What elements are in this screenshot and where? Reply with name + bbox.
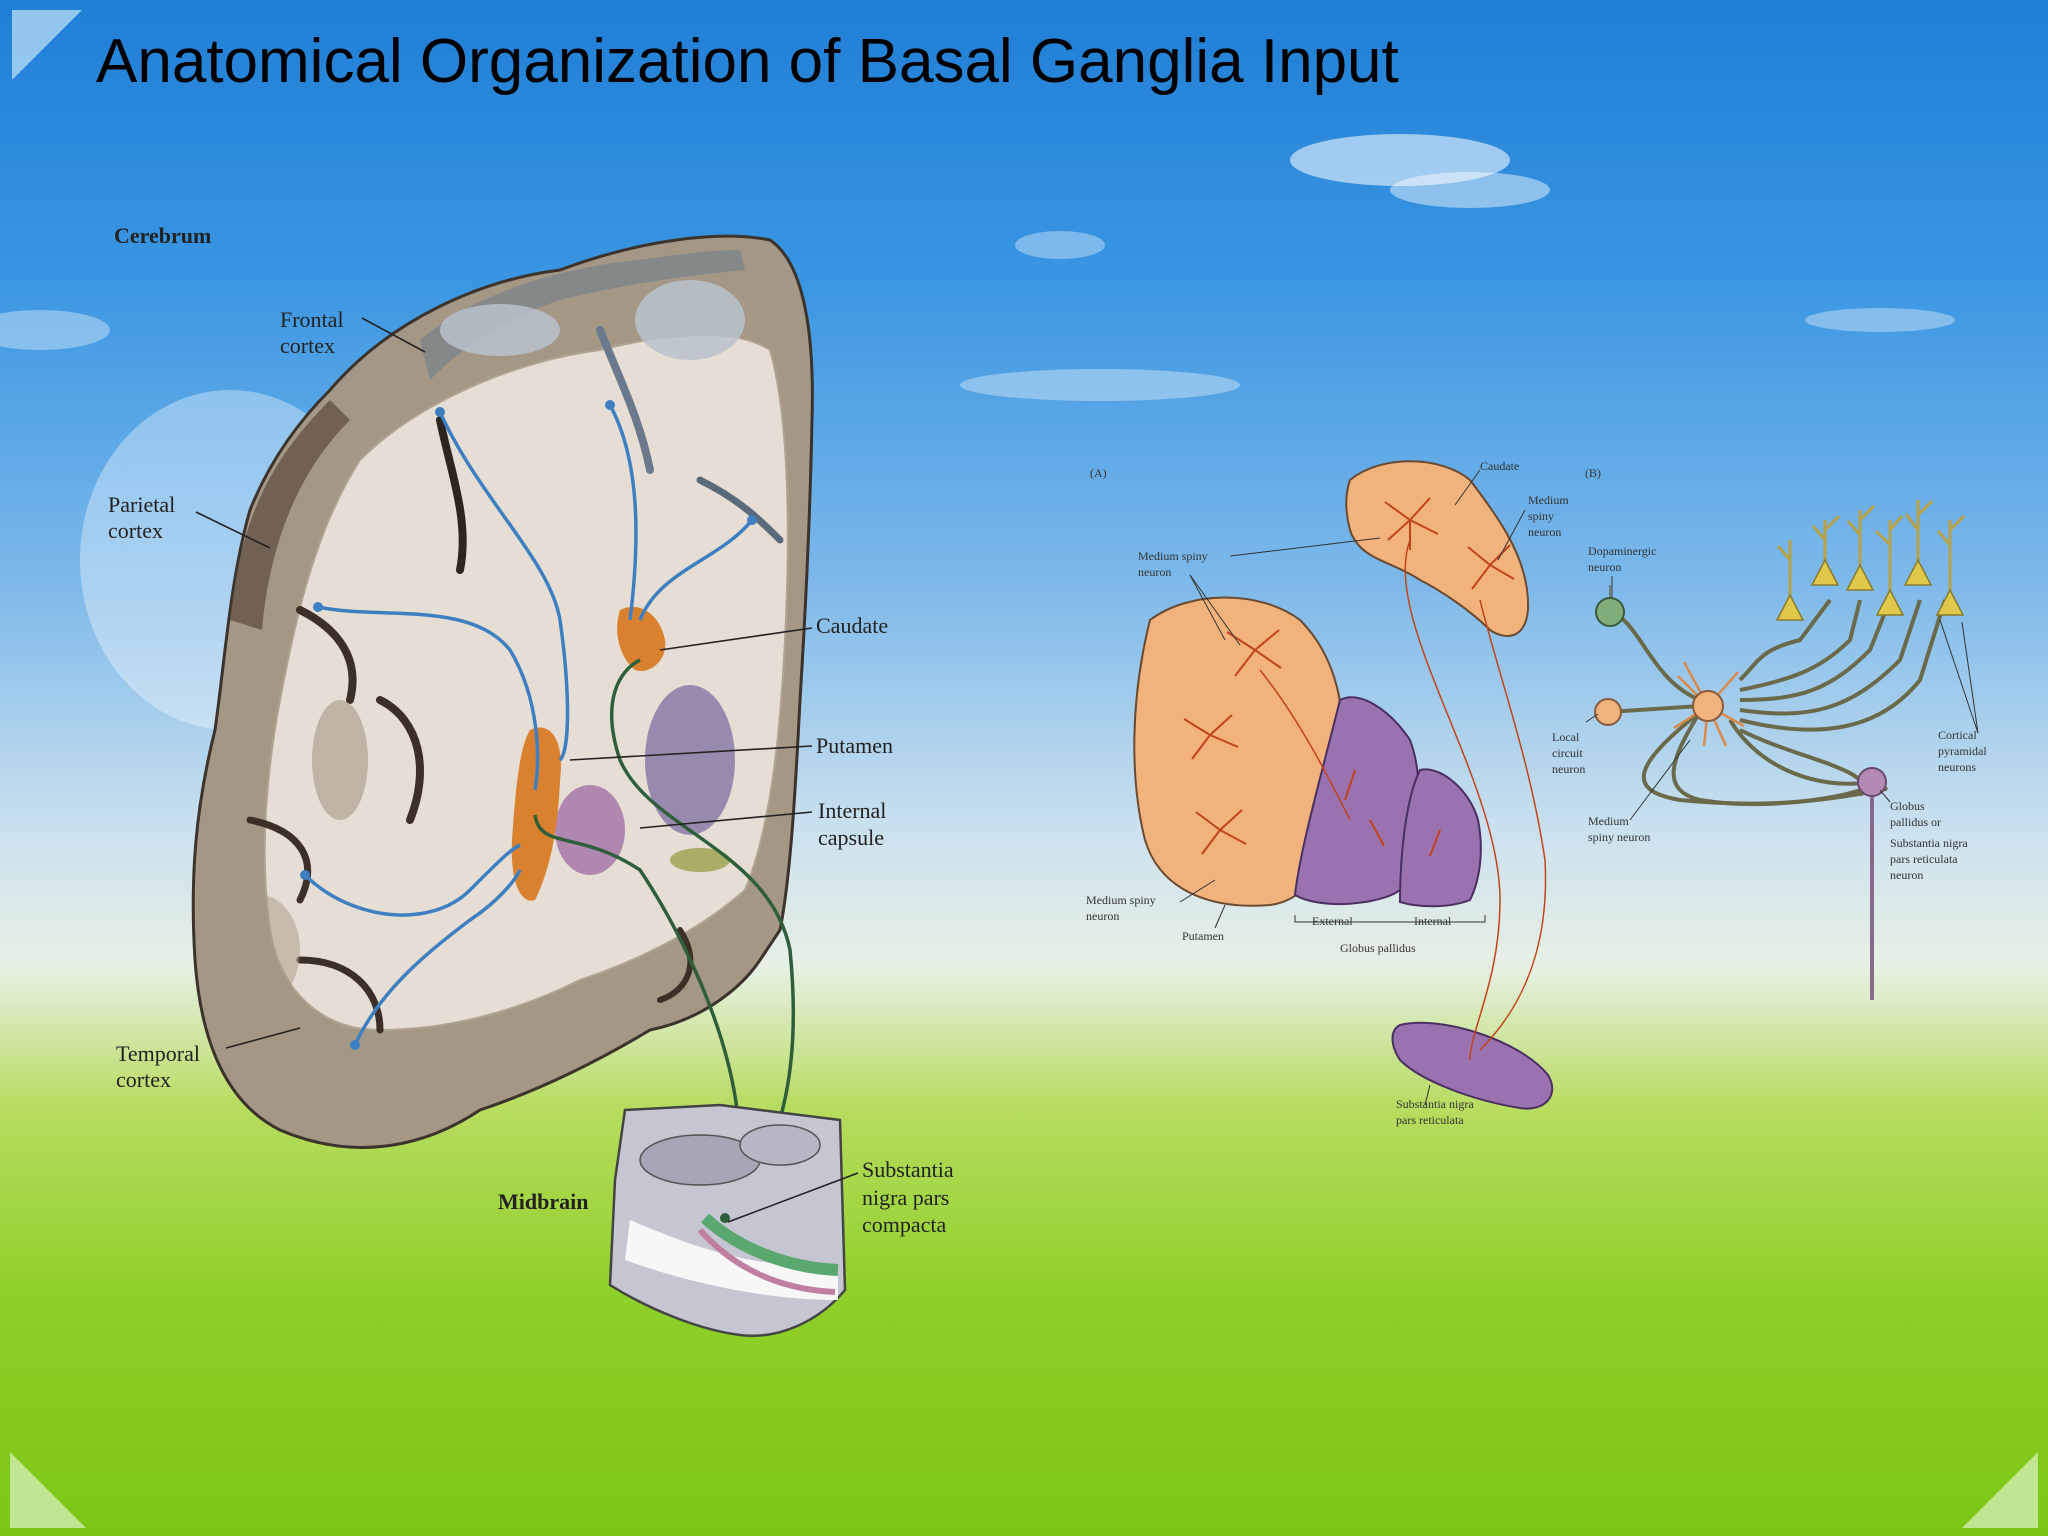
putamen-region [511,727,561,901]
medium-spiny-neuron-top-label-line3: neuron [1528,525,1561,539]
corner-triangle-bottom-left-icon [10,1452,86,1528]
medium-spiny-neuron-b-dendrites [1673,661,1745,747]
medium-spiny-neuron-bottom-label-line2: neuron [1086,909,1119,923]
frontal-cortex-label: Frontal [280,307,344,332]
midbrain-label: Midbrain [498,1189,588,1214]
cortical-pyramidal-neurons [1775,558,1965,621]
globus-pallidus-neuron-label-line3: Substantia nigra [1890,836,1968,850]
medium-spiny-neuron-b-label-line2: spiny neuron [1588,830,1650,844]
caudate-label-panel-a: Caudate [1480,459,1519,473]
medium-spiny-neuron-top-label-line2: spiny [1528,509,1554,523]
substantia-nigra-reticulata-label-line2: pars reticulata [1396,1113,1464,1127]
temporal-cortex-label: Temporal [116,1041,200,1066]
cortical-pyramidal-neurons-label: Cortical [1938,728,1977,742]
corner-triangle-bottom-right-icon [1962,1452,2038,1528]
caudate-region [617,606,666,671]
substantia-nigra-compacta-region [700,1213,839,1276]
dopaminergic-neuron-label: Dopaminergic [1588,544,1656,558]
medium-spiny-neuron-b-label: Medium [1588,814,1629,828]
substantia-nigra-reticulata-label: Substantia nigra [1396,1097,1474,1111]
globus-pallidus-neuron-label: Globus [1890,799,1925,813]
pathway-terminals [300,400,757,1050]
striatal-projection-axons [1259,539,1547,1061]
internal-globus-pallidus-shape [1398,768,1482,908]
parietal-cortex-label: Parietal [108,492,175,517]
substantia-nigra-pars-compacta-label-line3: compacta [862,1212,947,1237]
globus-pallidus-neuron-label-line5: neuron [1890,868,1923,882]
panel-b-axons [1607,598,1947,806]
panel-a-leader-lines [1179,469,1526,1106]
medium-spiny-neuron-left-label-line2: neuron [1138,565,1171,579]
local-circuit-neuron-label: Local [1552,730,1580,744]
medium-spiny-neuron-bottom-label: Medium spiny [1086,893,1156,907]
caudate-shape [1345,460,1530,637]
cerebrum-label: Cerebrum [114,223,211,248]
parietal-cortex-label-line2: cortex [108,518,163,543]
panel-a-label: (A) [1090,466,1107,480]
local-circuit-neuron-label-line2: circuit [1552,746,1583,760]
cortical-pyramidal-neurons-label-line3: neurons [1938,760,1976,774]
substantia-nigra-reticulata-shape [1391,1021,1554,1110]
globus-pallidus-neuron-label-line4: pars reticulata [1890,852,1958,866]
globus-pallidus-region [645,685,735,835]
local-circuit-neuron-label-line3: neuron [1552,762,1585,776]
putamen-label-panel-a: Putamen [1182,929,1224,943]
globus-pallidus-neuron-label-line2: pallidus or [1890,815,1941,829]
local-circuit-neuron [1594,698,1622,726]
medium-spiny-neuron-dendrites [1183,497,1515,857]
external-globus-pallidus-shape [1293,696,1420,905]
external-label: External [1312,914,1353,928]
putamen-label: Putamen [816,733,893,758]
substantia-nigra-pars-compacta-label-line2: nigra pars [862,1185,949,1210]
frontal-cortex-label-line2: cortex [280,333,335,358]
substantia-nigra-pars-compacta-label: Substantia [862,1157,954,1182]
medium-spiny-neuron-left-label: Medium spiny [1138,549,1208,563]
corticostriatal-pathways [303,404,754,1046]
panel-b-leader-lines [1585,576,1979,821]
internal-capsule-label-line2: capsule [818,825,884,850]
internal-capsule-label: Internal [818,798,886,823]
slide-title: Anatomical Organization of Basal Ganglia… [96,27,1399,96]
medium-spiny-neuron-b [1692,690,1724,722]
cortical-pyramidal-neurons-label-line2: pyramidal [1938,744,1987,758]
dopaminergic-neuron-label-line2: neuron [1588,560,1621,574]
label-leader-lines [195,317,859,1223]
dopaminergic-neuron [1595,597,1625,627]
pyramidal-dendrites [1776,499,1966,600]
temporal-cortex-label-line2: cortex [116,1067,171,1092]
internal-label: Internal [1414,914,1452,928]
globus-pallidus-label: Globus pallidus [1340,941,1416,955]
globus-pallidus-neuron [1857,767,1887,797]
medium-spiny-neuron-top-label: Medium [1528,493,1569,507]
corner-triangle-top-left-icon [12,10,82,80]
panel-b-label: (B) [1585,466,1601,480]
caudate-label: Caudate [816,613,888,638]
